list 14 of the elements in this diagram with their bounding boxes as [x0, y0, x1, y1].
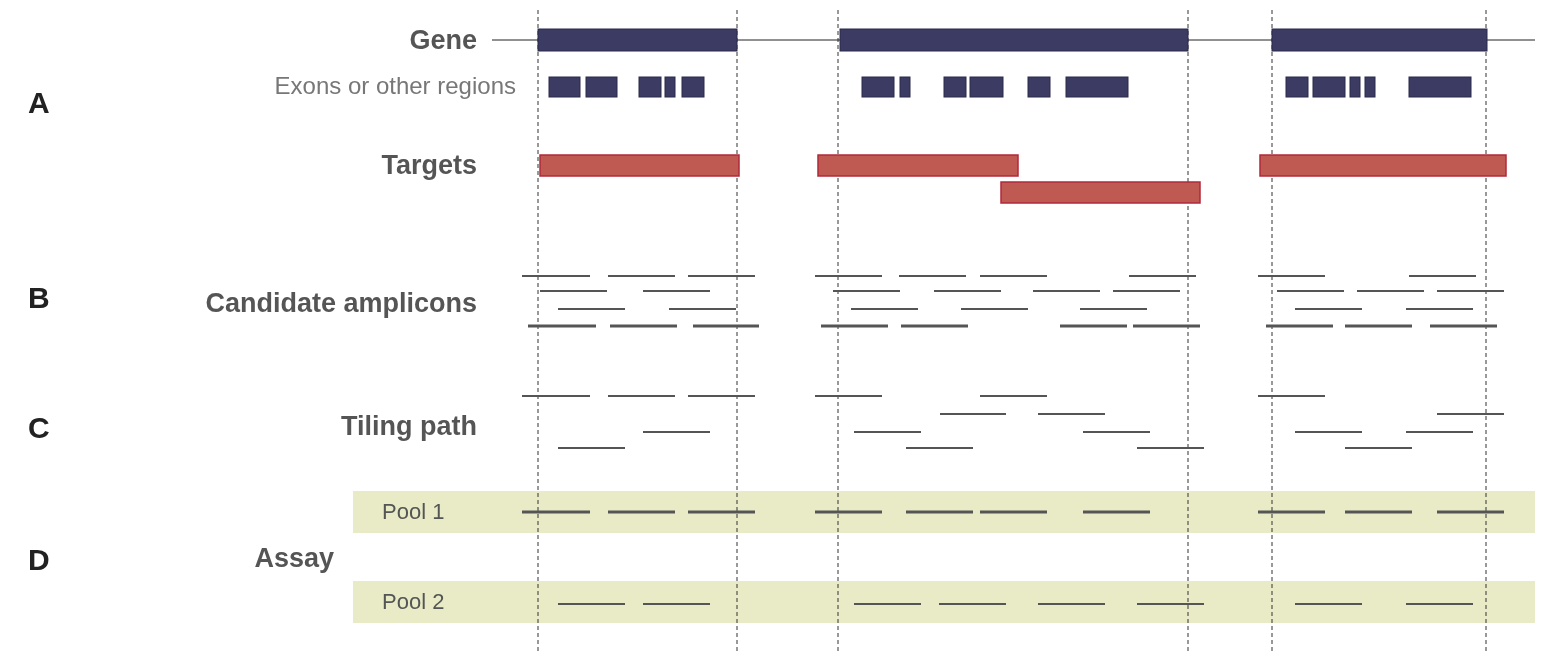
- panel-letter: D: [28, 545, 50, 575]
- panel-letter: C: [28, 413, 50, 443]
- panel-letter: A: [28, 88, 50, 118]
- row-label: Targets: [381, 151, 477, 179]
- pool-band: [353, 581, 1535, 623]
- panel-letter: B: [28, 283, 50, 313]
- row-label: Exons or other regions: [274, 74, 516, 98]
- row-label: Gene: [409, 26, 477, 54]
- row-label: Tiling path: [341, 412, 477, 440]
- row-label: Candidate amplicons: [205, 289, 477, 317]
- pool-label: Pool 1: [382, 499, 445, 525]
- pool-band: [353, 491, 1535, 533]
- pool-label: Pool 2: [382, 589, 445, 615]
- row-label: Assay: [254, 544, 334, 572]
